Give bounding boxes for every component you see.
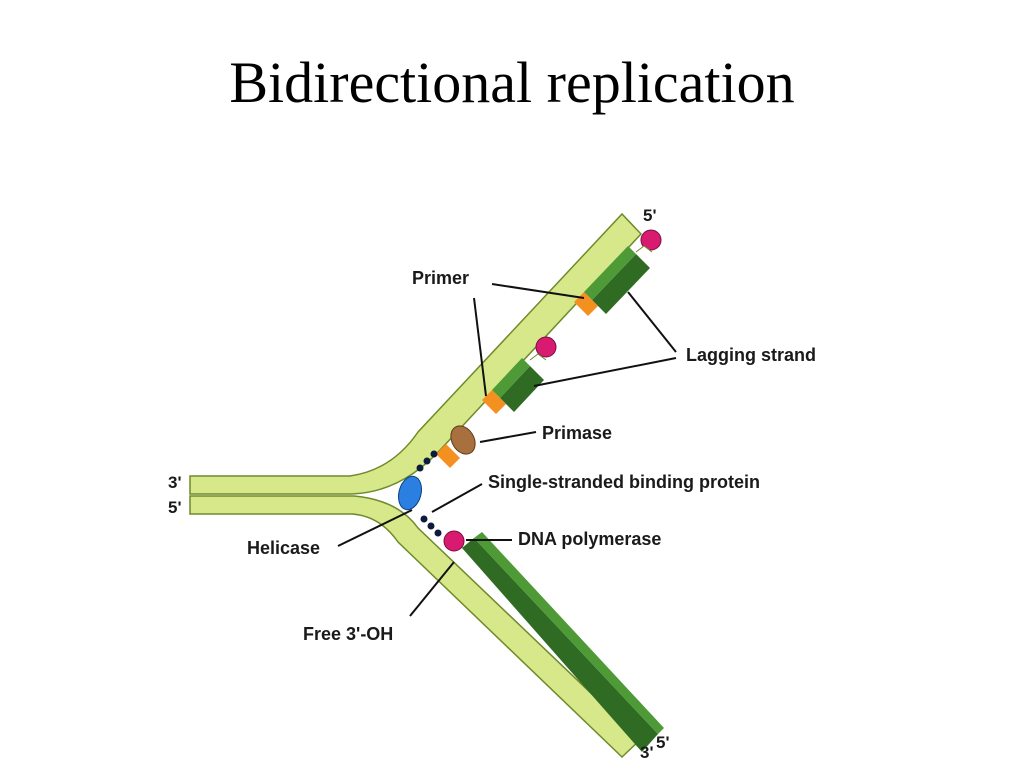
dna-polymerase-middle xyxy=(535,336,557,358)
primer-3 xyxy=(436,444,460,468)
primase xyxy=(450,425,476,455)
label-free-3oh: Free 3'-OH xyxy=(303,624,393,644)
lagging-fragment-1 xyxy=(592,254,650,314)
label-dna-polymerase: DNA polymerase xyxy=(518,529,661,549)
dna-polymerase-top xyxy=(640,229,662,251)
label-primer: Primer xyxy=(412,268,469,288)
leader-lagging-1 xyxy=(627,291,677,353)
leader-primase xyxy=(479,431,537,443)
ssb-dot xyxy=(427,522,435,530)
end-label-bottom-right-b: 5' xyxy=(656,733,670,752)
leading-strand xyxy=(462,538,658,752)
dna-polymerase-leading xyxy=(443,530,465,552)
label-lagging-strand: Lagging strand xyxy=(686,345,816,365)
lagging-fragment-2 xyxy=(500,366,544,412)
label-helicase: Helicase xyxy=(247,538,320,558)
lagging-fragment-2-face xyxy=(492,358,530,398)
leading-strand-face xyxy=(474,532,664,734)
leader-lagging-2 xyxy=(533,357,677,387)
end-label-top-right: 5' xyxy=(643,206,657,225)
label-primase: Primase xyxy=(542,423,612,443)
leader-free-3oh xyxy=(409,561,455,617)
end-label-bottom-right-a: 3' xyxy=(640,743,654,762)
ssb-dot xyxy=(430,450,438,458)
primer-2 xyxy=(482,390,506,414)
ssb-dot xyxy=(423,457,431,465)
ssb-dot xyxy=(434,529,442,537)
end-label-left-bottom: 5' xyxy=(168,498,182,517)
leader-helicase xyxy=(337,509,413,547)
ssb-dot xyxy=(420,515,428,523)
lagging-fragment-1-face xyxy=(584,246,636,300)
label-ssb: Single-stranded binding protein xyxy=(488,472,760,492)
template-strand-upper xyxy=(189,212,643,495)
end-label-left-top: 3' xyxy=(168,473,182,492)
slide-title: Bidirectional replication xyxy=(229,50,795,115)
template-strand-lower xyxy=(189,495,642,759)
ssb-dot xyxy=(416,464,424,472)
leader-ssb xyxy=(431,483,483,513)
leader-primer-2 xyxy=(473,297,487,397)
leader-primer-1 xyxy=(491,283,585,299)
helicase xyxy=(397,475,423,511)
